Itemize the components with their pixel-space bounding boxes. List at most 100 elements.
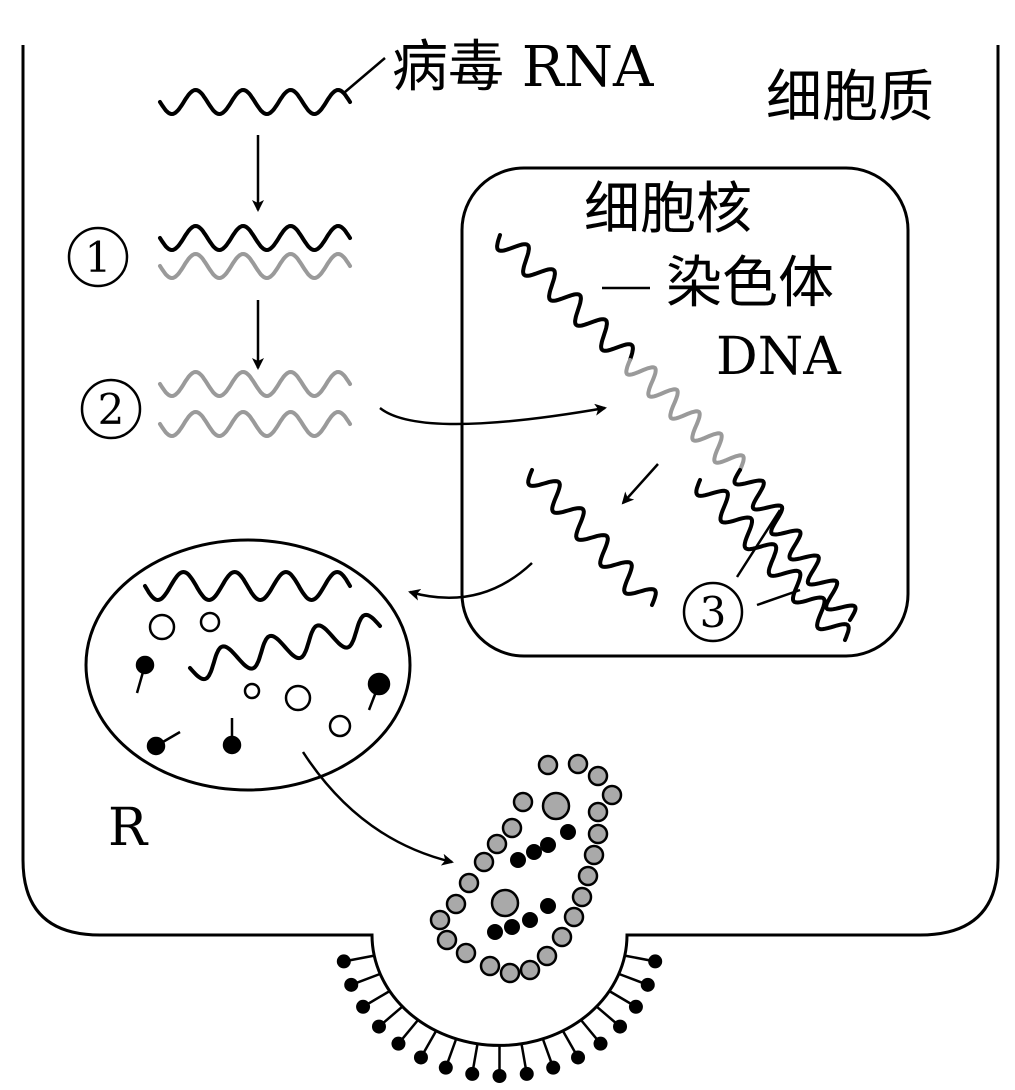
rna-in-region-r-top [143, 569, 352, 603]
label-chromosome: 染色体 [666, 251, 834, 316]
budding-virion [429, 753, 623, 984]
capsid-protein [512, 791, 534, 813]
arrow-dna-into-nucleus [379, 403, 607, 426]
capsid-large-protein [490, 888, 520, 918]
chromosome-dna-lower-b [694, 478, 851, 642]
capsid-protein [551, 926, 573, 948]
capsid-protein [455, 942, 477, 964]
capsid-protein [458, 872, 480, 894]
virion-inner-component [540, 837, 556, 853]
capsid-protein [567, 753, 589, 775]
step1-marker: 1 [67, 226, 129, 288]
capsid-protein [499, 962, 521, 984]
capsid-protein [583, 844, 605, 866]
capsid-protein [587, 765, 609, 787]
arrow-r-to-assembly [301, 751, 454, 866]
membrane-spike-stalk [595, 1005, 619, 1026]
capsid-protein [486, 833, 508, 855]
membrane-spike-stalk [608, 989, 634, 1007]
membrane-spike-stalk [579, 1018, 600, 1043]
membrane-spike-head [546, 1060, 561, 1075]
viral-rna-strand [158, 87, 352, 117]
virion-inner-component [504, 919, 520, 935]
virion-inner-component [560, 824, 576, 840]
virion-inner-component [540, 898, 556, 914]
membrane-spike-stalk [421, 1029, 438, 1056]
membrane-spike-head [613, 1019, 628, 1034]
membrane-spike-head [356, 999, 371, 1014]
monomers-in-region-r [148, 611, 352, 738]
virion-inner-component [487, 924, 503, 940]
step1-dna-strand [158, 251, 352, 281]
membrane-spike-stalk [399, 1018, 420, 1043]
membrane-spike-head [438, 1060, 453, 1075]
membrane-spikes [336, 954, 663, 1083]
chromosome-dna-upper [495, 233, 635, 362]
membrane-spike-head [336, 954, 351, 969]
step2-number: 2 [98, 385, 125, 434]
leader-step3-b [756, 588, 801, 607]
virion-inner-component [526, 844, 542, 860]
virion-inner-component [510, 852, 526, 868]
arrow-rna-to-region-r [408, 562, 533, 601]
label-dna: DNA [716, 327, 842, 387]
capsid-protein [436, 929, 458, 951]
label-nucleus: 细胞核 [584, 177, 752, 242]
capsid-protein [587, 823, 609, 845]
nucleic-acid-strands [143, 87, 858, 682]
membrane-spike-head [492, 1069, 507, 1083]
amino-acids-in-region-r [135, 655, 391, 756]
capsid-protein [479, 955, 501, 977]
membrane-spike-head [391, 1036, 406, 1051]
membrane-spike-stalk [541, 1038, 554, 1066]
membrane-spike-stalk [520, 1043, 528, 1072]
capsid-protein [519, 959, 541, 981]
capsid-protein [473, 851, 495, 873]
membrane-spike-stalk [353, 972, 381, 985]
chromosome-dna-lower [732, 468, 858, 622]
capsid-protein [587, 801, 609, 823]
rna-in-region-r-middle [188, 612, 382, 682]
region-r [84, 538, 412, 792]
membrane-spike-stalk [365, 989, 391, 1007]
membrane-spike-head [640, 977, 655, 992]
capsid-protein [563, 906, 585, 928]
membrane-spike-stalk [346, 954, 375, 963]
membrane-spike-head [593, 1036, 608, 1051]
capsid-protein [577, 865, 599, 887]
label-region-r: R [108, 798, 149, 858]
membrane-spike-stalk [561, 1029, 578, 1056]
step2-dna-strand-b [158, 409, 352, 439]
leader-step3-a [735, 509, 782, 578]
capsid-large-protein [541, 791, 571, 821]
capsid-protein [537, 754, 559, 776]
capsid-protein [571, 886, 593, 908]
membrane-spike-stalk [618, 972, 646, 985]
capsid-protein [601, 784, 623, 806]
membrane-spike-head [465, 1066, 480, 1081]
step1-rna-strand [158, 223, 352, 253]
capsid-protein [501, 817, 523, 839]
membrane-spike-stalk [445, 1038, 458, 1066]
leader-viral-rna [344, 57, 386, 93]
capsid-protein [429, 909, 451, 931]
membrane-spike-stalk [471, 1043, 479, 1072]
label-cytoplasm: 细胞质 [766, 65, 934, 130]
label-viral-rna: 病毒 RNA [392, 35, 654, 100]
membrane-spike-stalk [380, 1005, 404, 1026]
step3-number: 3 [700, 588, 727, 637]
nucleus [460, 166, 910, 658]
step1-number: 1 [85, 233, 112, 282]
membrane-spike-head [628, 999, 643, 1014]
integrated-viral-dna [624, 358, 746, 472]
capsid-protein [445, 893, 467, 915]
membrane-spike-head [648, 954, 663, 969]
arrow-transcription [621, 463, 659, 505]
capsid-protein [536, 945, 558, 967]
membrane-spike-head [571, 1050, 586, 1065]
transcribed-rna [526, 468, 658, 607]
membrane-spike-head [519, 1066, 534, 1081]
membrane-spike-head [344, 977, 359, 992]
